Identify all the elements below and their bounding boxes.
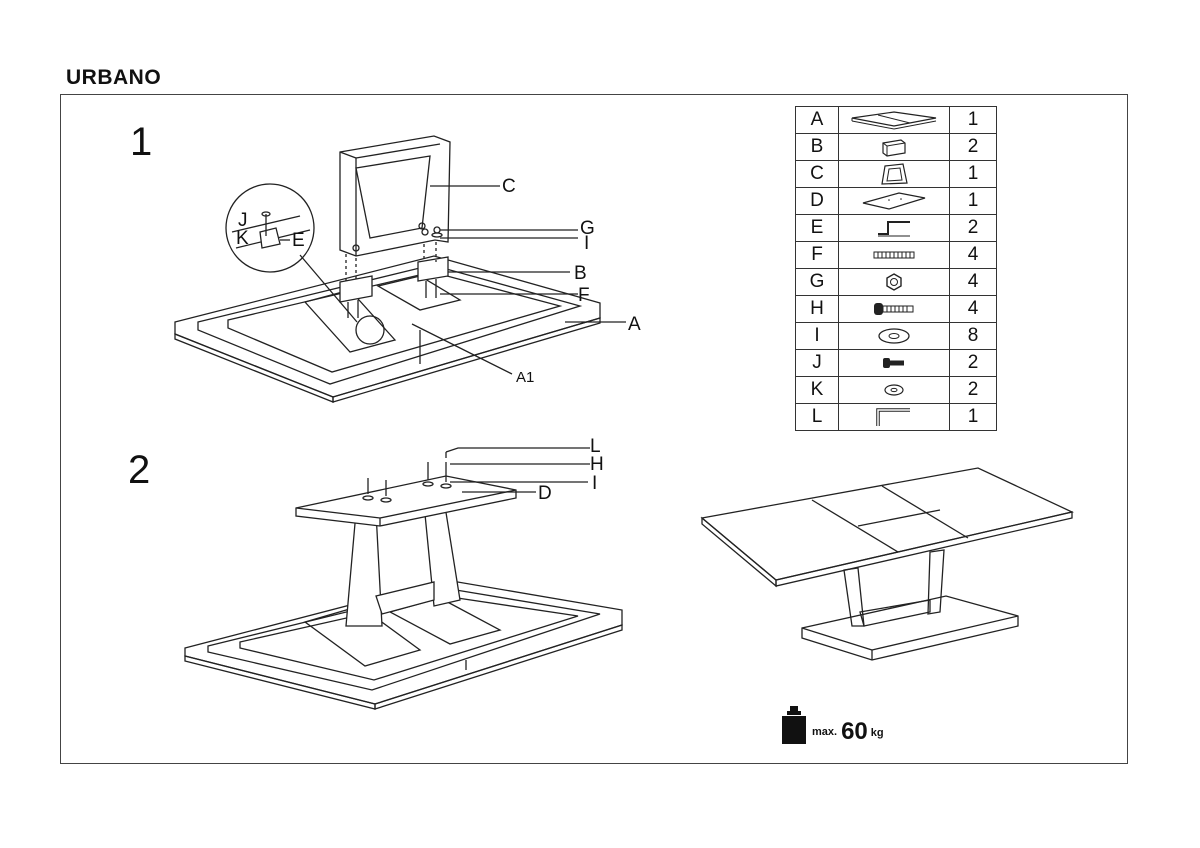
part-icon-cell — [838, 403, 950, 431]
document-title: URBANO — [66, 66, 162, 89]
part-quantity: 1 — [949, 403, 997, 431]
step1-detail-circle — [225, 183, 385, 345]
part-letter: L — [795, 403, 839, 431]
part-icon-cell — [838, 106, 950, 134]
part-letter: J — [795, 349, 839, 377]
allen-key-icon — [839, 406, 949, 428]
callout-h: H — [590, 454, 604, 475]
part-letter: E — [795, 214, 839, 242]
callout-f: F — [578, 285, 590, 306]
max-value: 60 — [841, 718, 868, 745]
part-quantity: 4 — [949, 268, 997, 296]
part-quantity: 1 — [949, 160, 997, 188]
nut-icon — [839, 272, 949, 292]
part-icon-cell — [838, 214, 950, 242]
part-quantity: 1 — [949, 106, 997, 134]
part-quantity: 4 — [949, 295, 997, 323]
weight-icon — [782, 706, 806, 744]
step1-leaders — [280, 185, 626, 375]
step1-frame-bars — [303, 275, 462, 353]
callout-c: C — [502, 176, 516, 197]
block-icon — [839, 137, 949, 157]
plate-icon — [839, 191, 949, 211]
callout-l: L — [590, 436, 601, 457]
callout-k: K — [236, 228, 249, 249]
callout-i: I — [584, 233, 589, 254]
callout-j: J — [238, 210, 248, 231]
step2-leg-frame — [345, 499, 461, 627]
callout-g: G — [580, 218, 595, 239]
step-number-1: 1 — [130, 120, 153, 164]
part-letter: B — [795, 133, 839, 161]
callout-a: A — [628, 314, 641, 335]
step1-block-b — [339, 256, 449, 303]
step2-bolts — [362, 462, 452, 503]
step2-allen-key — [445, 447, 590, 458]
max-label: max. — [812, 726, 838, 738]
step-number-2: 2 — [128, 448, 151, 492]
leg-frame-icon — [839, 163, 949, 185]
step1-leg-frame-c — [339, 135, 451, 257]
part-letter: A — [795, 106, 839, 134]
bracket-icon — [839, 218, 949, 238]
step2-leaders — [450, 463, 590, 493]
callout-b: B — [574, 263, 587, 284]
step2-plate-d — [295, 475, 517, 527]
instruction-frame — [60, 94, 1128, 764]
small-washer-icon — [839, 383, 949, 397]
tabletop-icon — [839, 110, 949, 130]
part-icon-cell — [838, 295, 950, 323]
callout-a1: A1 — [516, 369, 534, 386]
part-icon-cell — [838, 376, 950, 404]
part-quantity: 2 — [949, 133, 997, 161]
dowel-icon — [839, 249, 949, 261]
callout-i2: I — [592, 473, 597, 494]
step1-tabletop — [174, 255, 601, 403]
max-unit: kg — [870, 727, 884, 739]
part-quantity: 4 — [949, 241, 997, 269]
part-letter: F — [795, 241, 839, 269]
bolt-icon — [839, 301, 949, 317]
small-screw-icon — [839, 356, 949, 370]
callout-e: E — [292, 230, 305, 251]
step1-dowels — [347, 279, 437, 318]
washer-icon — [839, 327, 949, 345]
assembled-table — [700, 467, 1074, 661]
max-load: max. 60 kg — [782, 706, 884, 744]
part-icon-cell — [838, 133, 950, 161]
callout-d: D — [538, 483, 552, 504]
part-quantity: 2 — [949, 376, 997, 404]
